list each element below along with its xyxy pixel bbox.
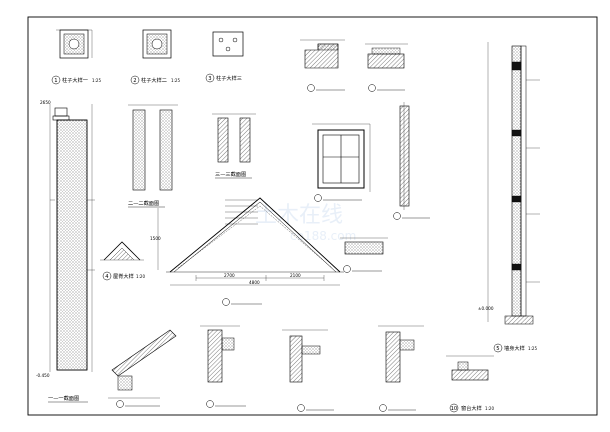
watermark: 土木在线 co188.com <box>255 203 356 243</box>
gutter-section <box>200 325 240 383</box>
detail-label-3: 3 柱子大样三 <box>205 73 242 83</box>
sheet-border <box>27 16 598 416</box>
detail-scale: 1:20 <box>136 274 145 279</box>
column-plan-3 <box>212 31 244 57</box>
detail-number: 4 <box>105 274 109 280</box>
detail-number: 1 <box>54 78 57 84</box>
section-title: 二—二截面图 <box>128 199 159 207</box>
svg-text:土木在线: 土木在线 <box>255 203 343 228</box>
detail-title: 墙身大样 <box>504 344 525 352</box>
detail-scale: 1:25 <box>528 346 537 351</box>
roof-section: 2700 2100 4800 1500 <box>150 197 344 286</box>
detail-label-2: 2 柱子大样二 1:25 <box>130 75 180 85</box>
gutter-section-label <box>206 400 246 408</box>
column-plan-1 <box>56 29 93 59</box>
ridge-detail-label: 4 屋脊大样 1:20 <box>102 271 145 281</box>
detail-scale: 1:25 <box>92 78 101 83</box>
detail-title: 柱子大样一 <box>62 76 88 84</box>
dim-roof-left: 2700 <box>224 273 235 278</box>
eave-section-bottom <box>108 329 177 399</box>
dim-roof-total: 4800 <box>249 280 260 285</box>
detail-title: 屋脊大样 <box>113 272 134 280</box>
elev-top: 2650 <box>40 100 51 105</box>
sill-section-label <box>393 212 430 220</box>
dim-roof-right: 2100 <box>290 273 301 278</box>
cornice-detail <box>340 237 388 255</box>
elev-ground: ±0.000 <box>478 306 494 311</box>
column-elevation: 2650 -0.450 <box>36 100 95 378</box>
column-plan-2 <box>142 29 172 59</box>
elev-bottom: -0.450 <box>36 373 50 378</box>
detail-title: 柱子大样二 <box>141 76 167 84</box>
detail-label-1: 1 柱子大样一 1:25 <box>51 75 101 85</box>
section-title: 一—一截面图 <box>48 394 79 402</box>
column-elevation-3 <box>212 113 256 163</box>
detail-title: 窗台大样 <box>461 404 482 412</box>
section-label-1: 一—一截面图 <box>48 394 88 403</box>
svg-text:co188.com: co188.com <box>290 229 356 243</box>
sill-detail-bottom <box>446 355 494 381</box>
eave-detail-2 <box>365 43 408 69</box>
wall-section: ±0.000 <box>478 42 540 325</box>
detail-scale: 1:25 <box>171 78 180 83</box>
column-elevation-2 <box>128 104 178 191</box>
detail-number: 3 <box>208 76 211 82</box>
detail-number: 10 <box>451 406 458 412</box>
dim-roof-height: 1500 <box>150 236 161 241</box>
detail-scale: 1:20 <box>485 406 494 411</box>
eave-detail-1 <box>300 39 345 69</box>
detail-title: 柱子大样三 <box>216 74 242 82</box>
window-sill-section <box>399 102 410 210</box>
eave-section-bottom-label <box>116 400 160 408</box>
parapet-section-label <box>297 404 334 412</box>
window-elevation <box>312 123 371 192</box>
detail-number: 5 <box>496 346 499 352</box>
detail-number: 2 <box>133 78 136 84</box>
cornice-section-label <box>379 404 416 412</box>
section-title: 三—三截面图 <box>215 170 246 178</box>
eave-detail-2-label <box>368 84 405 92</box>
wall-section-label: 5 墙身大样 1:25 <box>493 343 537 353</box>
section-label-2: 二—二截面图 <box>128 199 165 208</box>
eave-detail-1-label <box>307 84 345 92</box>
window-detail-label <box>314 194 362 202</box>
section-label-3: 三—三截面图 <box>215 170 252 179</box>
cornice-section <box>378 325 424 383</box>
sill-detail-bottom-label: 10 窗台大样 1:20 <box>449 403 494 413</box>
ridge-detail <box>100 241 144 261</box>
roof-section-label <box>222 298 262 306</box>
parapet-section <box>282 329 328 383</box>
cornice-detail-label <box>343 265 382 273</box>
